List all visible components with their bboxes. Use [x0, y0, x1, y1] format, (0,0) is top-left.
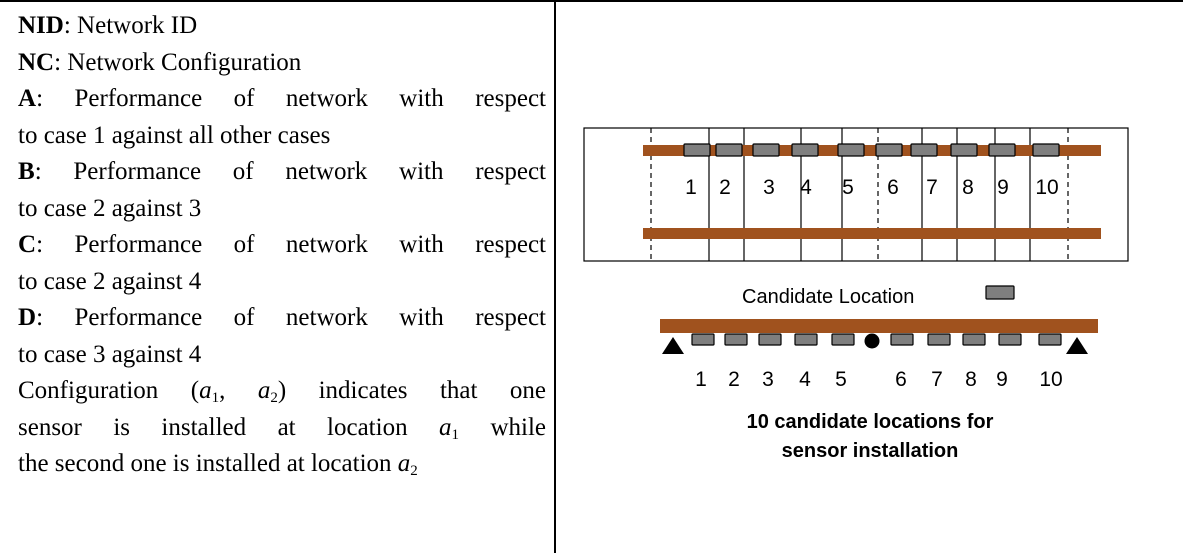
- elevation-sensors: [691, 333, 1062, 346]
- elevation-sensor-7: [927, 333, 951, 346]
- definition-nc: NC: Network Configuration: [18, 48, 302, 76]
- plan-sensor-5: [837, 143, 865, 157]
- plan-sensor-3: [752, 143, 780, 157]
- elevation-label-5: 5: [835, 368, 847, 391]
- definition-c-line2: to case 2 against 4: [18, 267, 202, 295]
- plan-sensor-4: [791, 143, 819, 157]
- plan-sensor-7: [910, 143, 938, 157]
- definition-b-line1: B: Performance of network with respect: [18, 158, 546, 185]
- caption-line-2: sensor installation: [782, 440, 959, 462]
- plan-sensor-8: [950, 143, 978, 157]
- elevation-sensor-4: [794, 333, 818, 346]
- definition-d-line1: D: Performance of network with respect: [18, 304, 546, 331]
- definition-a-line2: to case 1 against all other cases: [18, 121, 331, 149]
- legend: Candidate Location: [742, 285, 1015, 308]
- plan-view-sensors: [683, 143, 1060, 157]
- elevation-sensor-2: [724, 333, 748, 346]
- elevation-sensor-8: [962, 333, 986, 346]
- girder-bottom: [643, 228, 1101, 239]
- elevation-sensor-3: [758, 333, 782, 346]
- elevation-label-7: 7: [931, 368, 943, 391]
- configuration-note-line3: the second one is installed at location …: [18, 450, 418, 479]
- plan-sensor-1: [683, 143, 711, 157]
- girder-top: [643, 145, 1101, 156]
- definition-nid: NID: Network ID: [18, 12, 198, 39]
- elevation-label-8: 8: [965, 368, 977, 391]
- plan-sensor-6: [875, 143, 903, 157]
- beam: [660, 319, 1098, 333]
- plan-sensor-10: [1032, 143, 1060, 157]
- plan-label-5: 5: [842, 176, 854, 199]
- plan-sensor-2: [715, 143, 743, 157]
- elevation-sensor-9: [998, 333, 1022, 346]
- definitions-cell: NID: Network ID NC: Network Configuratio…: [18, 8, 546, 483]
- plan-label-4: 4: [800, 176, 812, 199]
- plan-view-frame: [583, 127, 1129, 262]
- configuration-note-line2: sensor is installed at location a1 while: [18, 413, 546, 443]
- plan-label-10: 10: [1035, 176, 1058, 199]
- definition-b-line2: to case 2 against 3: [18, 194, 202, 222]
- plan-label-6: 6: [887, 176, 899, 199]
- plan-label-3: 3: [763, 176, 775, 199]
- plan-label-9: 9: [997, 176, 1009, 199]
- elevation-label-9: 9: [996, 368, 1008, 391]
- plan-label-1: 1: [685, 176, 697, 199]
- plan-label-2: 2: [719, 176, 731, 199]
- elevation-label-10: 10: [1039, 368, 1062, 391]
- legend-label: Candidate Location: [742, 286, 914, 308]
- plan-sensor-9: [988, 143, 1016, 157]
- definition-a-line1: A: Performance of network with respect: [18, 85, 546, 112]
- plan-label-7: 7: [926, 176, 938, 199]
- left-support-icon: [662, 337, 684, 354]
- definition-c-line1: C: Performance of network with respect: [18, 231, 546, 258]
- legend-candidate-location-icon: [985, 285, 1015, 300]
- elevation-label-1: 1: [695, 368, 707, 391]
- elevation-label-4: 4: [799, 368, 811, 391]
- configuration-note-line1: Configuration (a1, a2) indicates that on…: [18, 377, 547, 406]
- elevation-sensor-1: [691, 333, 715, 346]
- plan-label-8: 8: [962, 176, 974, 199]
- elevation-sensor-5: [831, 333, 855, 346]
- elevation-sensor-10: [1038, 333, 1062, 346]
- table-top-border: [0, 0, 1183, 2]
- elevation-label-2: 2: [728, 368, 740, 391]
- right-support-icon: [1066, 337, 1088, 354]
- table-column-divider: [554, 0, 556, 553]
- elevation-label-3: 3: [762, 368, 774, 391]
- elevation-sensor-6: [890, 333, 914, 346]
- definition-d-line2: to case 3 against 4: [18, 340, 202, 368]
- elevation-label-6: 6: [895, 368, 907, 391]
- midspan-hinge-icon: [864, 333, 880, 349]
- caption-line-1: 10 candidate locations for: [747, 411, 994, 433]
